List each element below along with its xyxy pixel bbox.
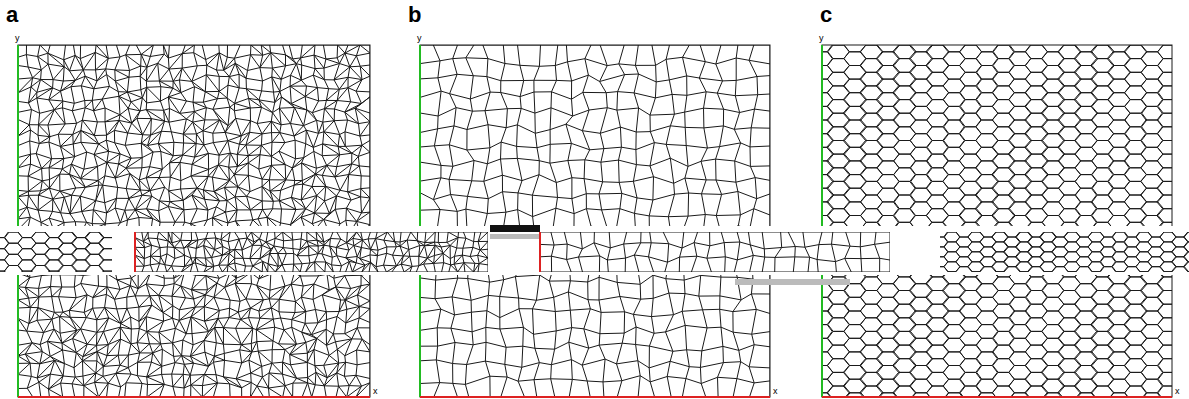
panel-letter: b — [408, 4, 421, 26]
axis-label: x — [1175, 387, 1180, 396]
axis-label: y — [15, 34, 20, 43]
axis-label: x — [773, 387, 778, 396]
polygon-mesh — [822, 45, 1172, 397]
x-axis — [420, 396, 770, 398]
x-axis — [18, 396, 370, 398]
glitch-strip — [0, 232, 112, 272]
glitch-strip — [540, 232, 890, 272]
glitch-strip — [940, 232, 1189, 272]
quad-mesh — [420, 45, 770, 397]
glitch-bar — [490, 234, 540, 239]
domain-border — [18, 45, 370, 397]
domain-border — [822, 45, 1172, 397]
glitch-band — [0, 226, 1189, 275]
glitch-strip — [135, 232, 488, 272]
y-axis — [419, 45, 421, 397]
domain-border — [420, 45, 770, 397]
panel-letter: a — [6, 4, 18, 26]
triangle-quad-mesh — [18, 45, 370, 397]
axis-label: x — [373, 387, 378, 396]
axis-label: y — [417, 34, 422, 43]
y-axis — [821, 45, 823, 397]
glitch-bar — [735, 279, 850, 285]
x-axis — [822, 396, 1172, 398]
glitch-bar — [539, 232, 541, 272]
y-axis — [17, 45, 19, 397]
panel-letter: c — [820, 4, 832, 26]
glitch-bar — [490, 225, 540, 232]
axis-label: y — [819, 34, 824, 43]
glitch-bar — [134, 232, 136, 272]
